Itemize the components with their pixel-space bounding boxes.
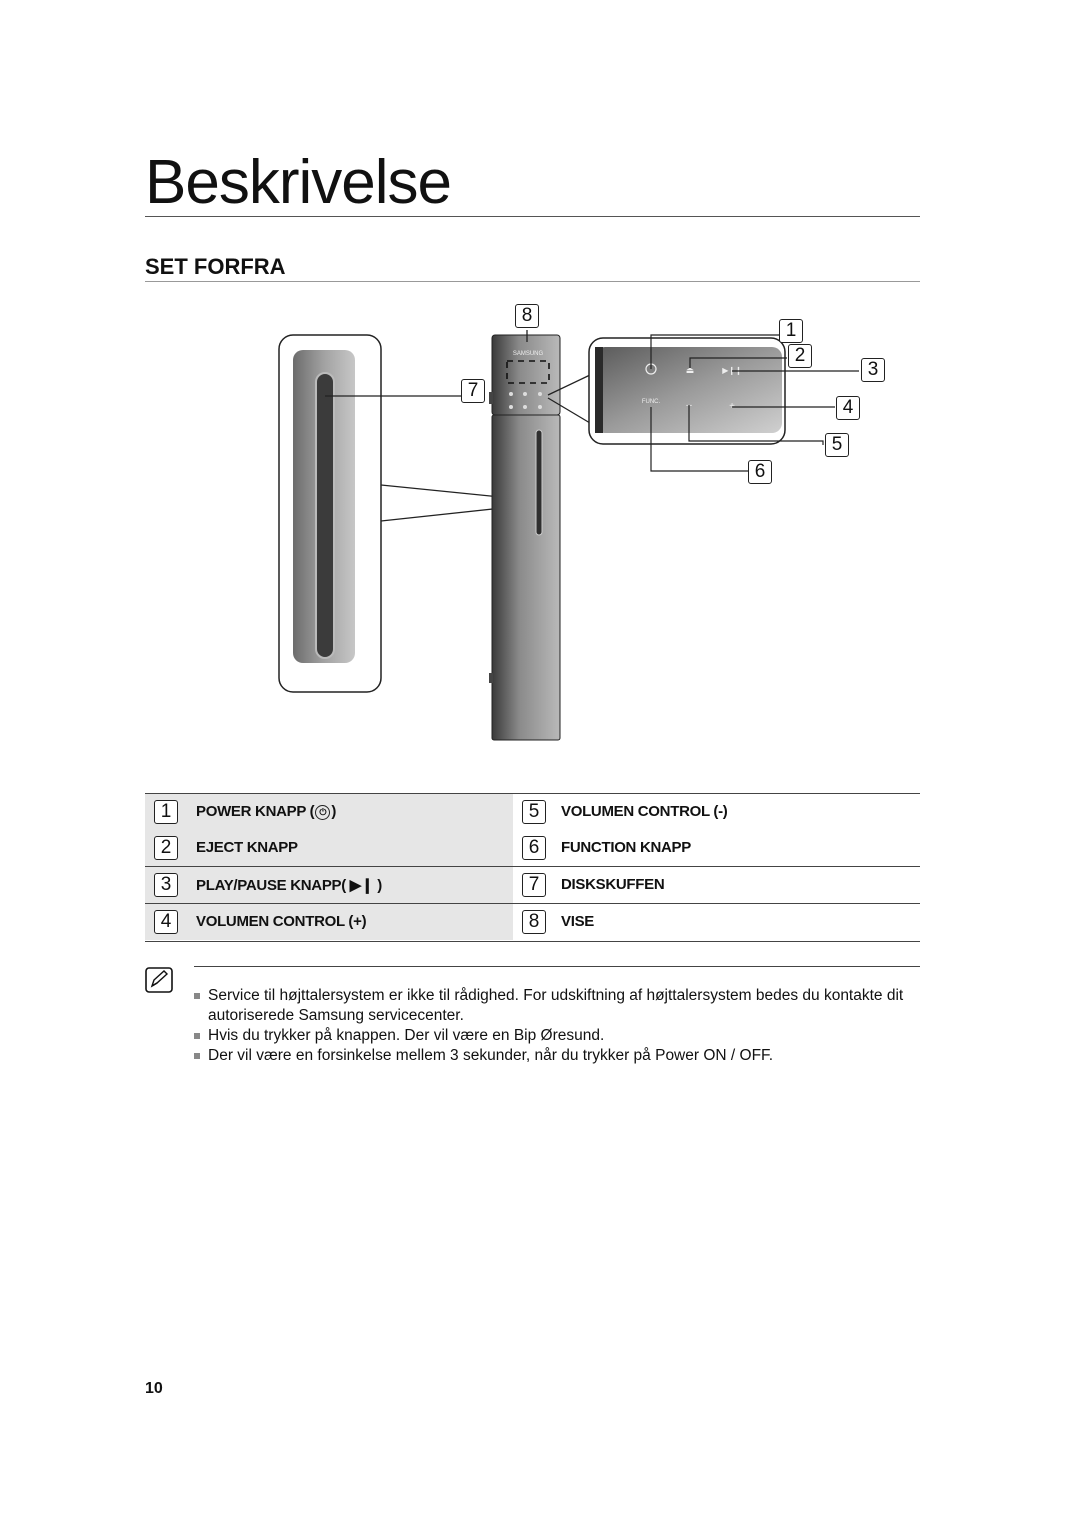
legend-number: 5	[522, 800, 546, 824]
brand-logo: SAMSUNG	[513, 351, 544, 357]
control-panel	[595, 347, 782, 433]
note-pencil-icon	[145, 967, 173, 993]
legend-row: 3 PLAY/PAUSE KNAPP( ▶❙ ) 7 DISKSKUFFEN	[145, 867, 920, 904]
legend-label: FUNCTION KNAPP	[561, 839, 691, 856]
legend-label: EJECT KNAPP	[196, 839, 298, 856]
legend-row: 2 EJECT KNAPP 6 FUNCTION KNAPP	[145, 830, 920, 867]
legend-number: 3	[154, 873, 178, 897]
callout-5: 5	[825, 433, 849, 457]
callout-6: 6	[748, 460, 772, 484]
bullet-icon	[194, 993, 200, 999]
note-item: Hvis du trykker på knappen. Der vil være…	[192, 1026, 924, 1046]
notes-divider	[194, 966, 920, 967]
legend-cell: 5 VOLUMEN CONTROL (-)	[513, 794, 920, 830]
legend-number: 6	[522, 836, 546, 860]
callout-8: 8	[515, 304, 539, 328]
section-heading-text: SET FORFRA	[145, 254, 286, 279]
legend-number: 8	[522, 910, 546, 934]
legend-number: 4	[154, 910, 178, 934]
disc-slot	[315, 372, 335, 659]
legend-label: POWER KNAPP (⏻)	[196, 803, 337, 820]
legend-table: 1 POWER KNAPP (⏻) 5 VOLUMEN CONTROL (-) …	[145, 793, 920, 942]
legend-cell: 4 VOLUMEN CONTROL (+)	[145, 904, 513, 940]
page-number: 10	[145, 1380, 163, 1397]
legend-cell: 3 PLAY/PAUSE KNAPP( ▶❙ )	[145, 867, 513, 903]
tower-body	[491, 414, 561, 741]
tower-disc-slot	[535, 429, 543, 536]
diagram-illustration: SAMSUNG ⏏ ▶❙❙ FUNC. – +	[278, 330, 859, 741]
note-item: Service til højttalersystem er ikke til …	[192, 986, 924, 1026]
legend-cell: 1 POWER KNAPP (⏻)	[145, 794, 513, 830]
bullet-icon	[194, 1033, 200, 1039]
play-pause-icon: ▶❙	[345, 877, 378, 894]
page-title: Beskrivelse	[145, 150, 920, 217]
bullet-icon	[194, 1053, 200, 1059]
func-label: FUNC.	[642, 399, 661, 405]
legend-row: 4 VOLUMEN CONTROL (+) 8 VISE	[145, 904, 920, 940]
legend-number: 2	[154, 836, 178, 860]
legend-row: 1 POWER KNAPP (⏻) 5 VOLUMEN CONTROL (-)	[145, 794, 920, 831]
power-icon: ⏻	[315, 804, 331, 820]
callout-7: 7	[461, 379, 485, 403]
front-panel-diagram: SAMSUNG ⏏ ▶❙❙ FUNC. – + 8 1 2 3 7	[0, 295, 1080, 755]
legend-label: PLAY/PAUSE KNAPP( ▶❙ )	[196, 877, 382, 894]
legend-label: VOLUMEN CONTROL (+)	[196, 913, 367, 930]
legend-number: 7	[522, 873, 546, 897]
page-title-text: Beskrivelse	[145, 148, 452, 217]
note-item: Der vil være en forsinkelse mellem 3 sek…	[192, 1046, 924, 1066]
notes-list: Service til højttalersystem er ikke til …	[192, 986, 924, 1066]
svg-text:⏏: ⏏	[686, 365, 695, 375]
legend-cell: 2 EJECT KNAPP	[145, 830, 513, 866]
callout-1: 1	[779, 319, 803, 343]
legend-cell: 6 FUNCTION KNAPP	[513, 830, 920, 866]
legend-label: DISKSKUFFEN	[561, 876, 665, 893]
callout-4: 4	[836, 396, 860, 420]
legend-label: VISE	[561, 913, 594, 930]
legend-cell: 7 DISKSKUFFEN	[513, 867, 920, 903]
legend-label: VOLUMEN CONTROL (-)	[561, 803, 728, 820]
callout-3: 3	[861, 358, 885, 382]
callout-2: 2	[788, 344, 812, 368]
legend-number: 1	[154, 800, 178, 824]
legend-cell: 8 VISE	[513, 904, 920, 940]
section-heading: SET FORFRA	[145, 254, 920, 282]
